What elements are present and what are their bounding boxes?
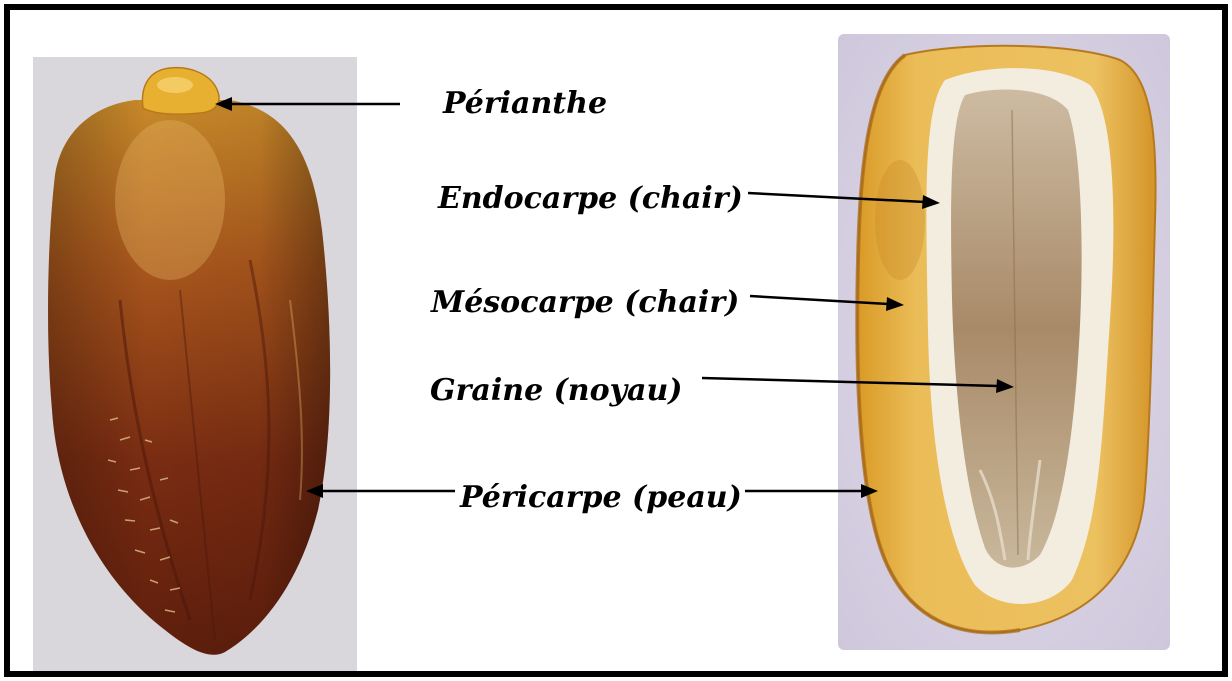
cut-date-photo <box>838 34 1170 650</box>
skin-highlight <box>115 120 225 280</box>
label-graine: Graine (noyau) <box>430 373 683 408</box>
label-pericarpe: Péricarpe (peau) <box>459 480 742 515</box>
perianth-highlight <box>157 77 193 93</box>
label-mesocarpe: Mésocarpe (chair) <box>430 285 739 320</box>
whole-date-photo <box>33 57 357 671</box>
flesh-shadow <box>875 160 925 280</box>
label-endocarpe: Endocarpe (chair) <box>437 181 743 216</box>
label-perianthe: Périanthe <box>442 86 607 121</box>
